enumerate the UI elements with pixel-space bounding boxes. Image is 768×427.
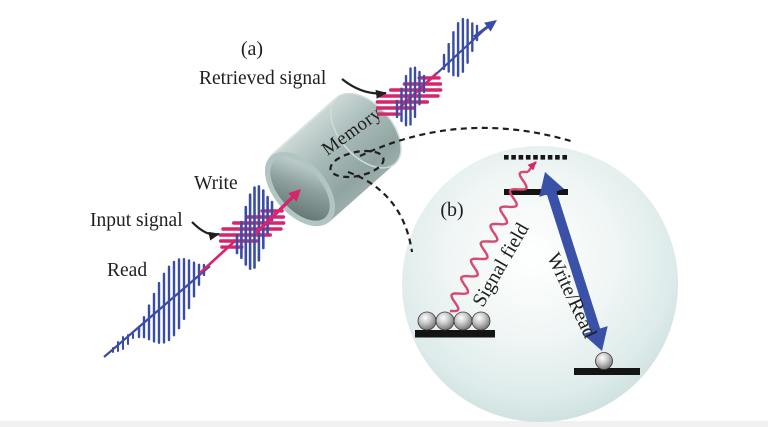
input-signal-label: Input signal	[90, 210, 183, 231]
level-scheme	[415, 155, 640, 375]
callout-lower-curve	[347, 170, 414, 253]
write-read-arrow	[539, 172, 608, 351]
signal-field-wavy-arrow	[449, 161, 537, 313]
virtual-level-dot	[504, 155, 509, 160]
virtual-level-dot	[511, 155, 516, 160]
ground-level-right-bar	[574, 368, 640, 375]
input-beam	[103, 185, 301, 358]
signal-field-wave	[449, 170, 529, 313]
virtual-level-dot	[533, 155, 538, 160]
output-pulse-waveform-near	[395, 66, 426, 127]
virtual-level-dot	[555, 155, 560, 160]
atom-sphere	[453, 311, 473, 331]
write-label: Write	[194, 173, 238, 194]
atom-sphere	[435, 311, 455, 331]
retrieved-signal-label: Retrieved signal	[199, 68, 327, 89]
cylinder-highlight	[270, 96, 338, 157]
virtual-level-dot	[540, 155, 546, 160]
atom-spheres	[417, 311, 491, 331]
output-pulse-waveform-far	[442, 17, 479, 78]
excited-level-bar	[504, 189, 568, 195]
panel-b-label: (b)	[440, 199, 463, 221]
virtual-level-dot	[525, 155, 531, 160]
output-beam-arrowhead	[473, 20, 497, 39]
stored-atom-sphere	[595, 352, 613, 370]
atom-sphere	[417, 311, 437, 331]
retrieved-signal-pointer-arrow	[341, 78, 387, 99]
virtual-level-dot	[547, 155, 553, 160]
virtual-level-dots	[504, 155, 567, 160]
beam-arrow-into-memory	[254, 189, 301, 235]
read-pulse-waveform	[137, 258, 206, 344]
virtual-level-dot	[562, 155, 567, 160]
panel-a-label: (a)	[241, 38, 263, 60]
ground-level-left-bar	[415, 330, 495, 338]
input-signal-pointer-arrow	[191, 221, 220, 241]
bottom-edge-strip	[0, 421, 768, 427]
atomic-ensemble-sphere	[402, 146, 678, 422]
callout-upper-curve	[359, 126, 575, 157]
write-pulse-waveform	[235, 185, 274, 270]
read-label: Read	[107, 260, 147, 281]
output-beam	[375, 17, 497, 127]
atom-sphere	[471, 311, 491, 331]
write-read-double-arrow	[539, 172, 608, 351]
virtual-level-dot	[518, 155, 524, 160]
input-beam-line	[103, 265, 211, 358]
beam-tail-wiggles	[112, 333, 134, 353]
cylinder-mouth-hollow	[270, 157, 330, 221]
signal-field-arrow-tip	[527, 161, 537, 173]
callout-dashed-lines	[329, 126, 575, 253]
